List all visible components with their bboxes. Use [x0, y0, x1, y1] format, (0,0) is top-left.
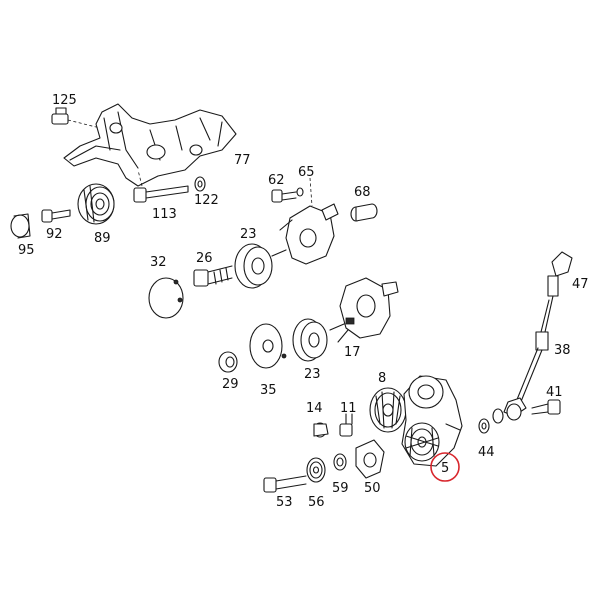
washer-44: [478, 408, 504, 434]
damper-disc-23-top: [234, 243, 273, 289]
plate-35: [249, 323, 287, 369]
part-label-77: 77: [234, 153, 251, 168]
part-label-29: 29: [222, 377, 239, 392]
part-label-14: 14: [306, 401, 323, 416]
part-label-26: 26: [196, 251, 213, 266]
part-label-17: 17: [344, 345, 361, 360]
part-label-95: 95: [18, 243, 35, 258]
tensioner-arm-17: [329, 277, 399, 343]
plug-14: [313, 422, 329, 438]
part-label-8: 8: [378, 371, 386, 386]
adjuster-rod-38: [503, 251, 573, 421]
bolt-62: [271, 187, 304, 203]
bolt-26: [193, 265, 233, 287]
engine-bracket: [63, 103, 237, 187]
part-label-122: 122: [194, 193, 219, 208]
part-label-65: 65: [298, 165, 315, 180]
bolt-53: [263, 475, 307, 493]
bushing-59: [333, 453, 347, 471]
cap-32: [148, 277, 184, 319]
bolt-113: [133, 169, 189, 203]
nut-29: [218, 351, 238, 373]
part-label-53: 53: [276, 495, 293, 510]
bolt-125: [51, 107, 101, 129]
retainer-plate-50: [355, 439, 385, 479]
part-label-23-top: 23: [240, 227, 257, 242]
part-label-62: 62: [268, 173, 285, 188]
damper-disc-23-lower: [292, 318, 328, 362]
washer-122: [194, 176, 206, 192]
bolt-11: [339, 413, 353, 437]
part-labels: 125 77 62 65 68 95 92 89 113 122 32 26 2…: [18, 93, 589, 510]
tensioner-bracket-65: [271, 177, 339, 265]
idler-pulley-89: [77, 183, 115, 225]
part-label-44: 44: [478, 445, 495, 460]
part-label-32: 32: [150, 255, 167, 270]
belt-tensioner-5: [401, 375, 463, 467]
highlight-circle: [430, 452, 460, 482]
part-label-68: 68: [354, 185, 371, 200]
part-label-59: 59: [332, 481, 349, 496]
tensioner-pulley-8: [369, 387, 407, 433]
part-label-92: 92: [46, 227, 63, 242]
part-label-11: 11: [340, 401, 357, 416]
part-label-125: 125: [52, 93, 77, 108]
part-label-35: 35: [260, 383, 277, 398]
part-label-56: 56: [308, 495, 325, 510]
part-label-113: 113: [152, 207, 177, 222]
part-label-23-lower: 23: [304, 367, 321, 382]
sleeve-68: [350, 203, 378, 222]
part-label-47: 47: [572, 277, 589, 292]
part-label-38: 38: [554, 343, 571, 358]
part-label-50: 50: [364, 481, 381, 496]
bolt-41: [531, 399, 561, 415]
part-label-89: 89: [94, 231, 111, 246]
cover-cap-95: [10, 213, 31, 239]
part-label-41: 41: [546, 385, 563, 400]
part-label-5: 5: [441, 461, 449, 476]
bolt-92: [41, 209, 71, 223]
washer-56: [306, 457, 326, 483]
